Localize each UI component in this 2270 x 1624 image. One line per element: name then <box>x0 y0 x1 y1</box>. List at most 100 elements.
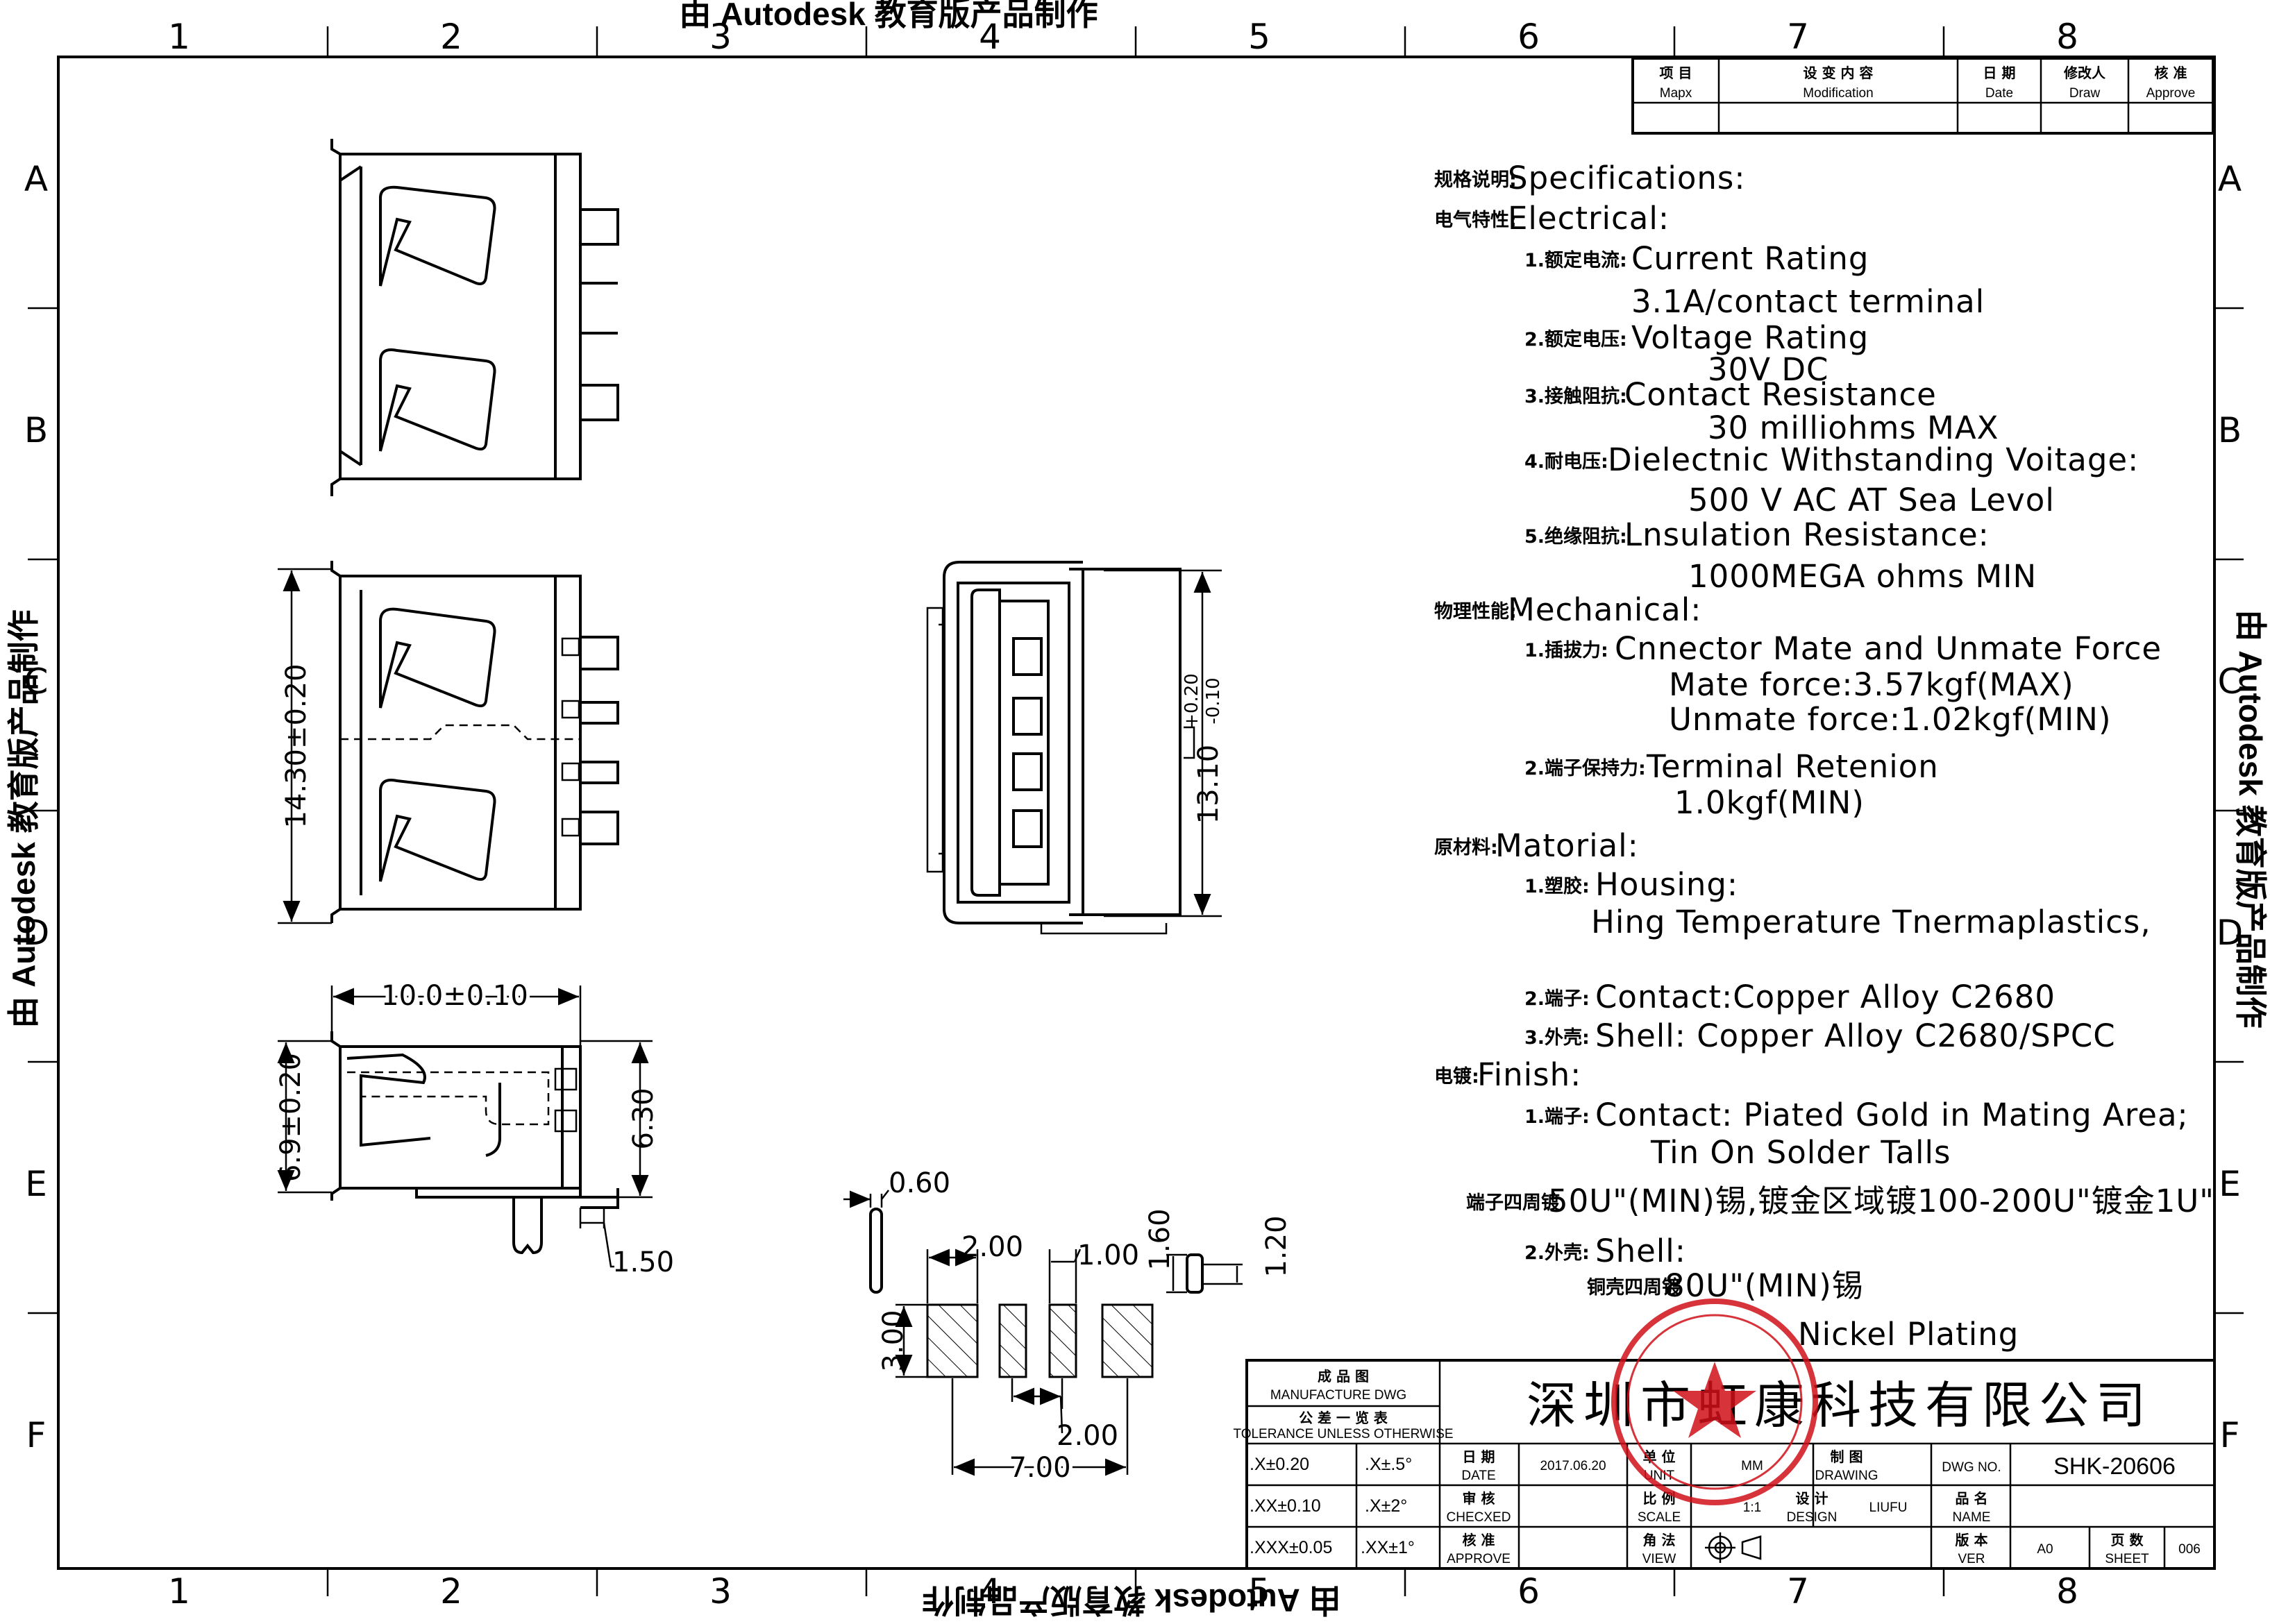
zone-labels-right: A B C D E F <box>2217 159 2244 1455</box>
spec-24: Contact: Piated Gold in Mating Area; <box>1595 1097 2189 1133</box>
zone-col-7-bottom: 7 <box>1787 1571 1809 1612</box>
zone-col-3-bottom: 3 <box>709 1571 732 1612</box>
unit-value: MM <box>1741 1459 1763 1473</box>
tolerance-en: TOLERANCE UNLESS OTHERWISE <box>1233 1427 1453 1441</box>
spec-5: 30V DC <box>1708 351 1828 388</box>
rev-header-modification: Modification <box>1803 86 1873 101</box>
dim-front-height: 13.10 +0.20 -0.10 <box>1104 569 1225 917</box>
front-view <box>926 561 1195 935</box>
tolerance-cn: 公 差 一 览 表 <box>1299 1410 1388 1426</box>
dim-pin-offset-label: 1.50 <box>612 1246 674 1278</box>
name-en: NAME <box>1953 1510 1991 1525</box>
view-en: VIEW <box>1642 1552 1676 1566</box>
spec-28: 80U"(MIN)锡 <box>1665 1267 1864 1304</box>
zone-row-e-right: E <box>2219 1164 2241 1204</box>
zone-labels-bottom: 1 2 3 4 5 6 7 8 <box>168 1571 2078 1612</box>
zone-col-3: 3 <box>709 17 732 57</box>
ver-en: VER <box>1958 1552 1985 1566</box>
zone-col-2-bottom: 2 <box>440 1571 462 1612</box>
spec-2-cn: 1.额定电流: <box>1524 249 1627 271</box>
spec-25: Tin On Solder Talls <box>1650 1134 1951 1171</box>
title-block: 成 品 图 MANUFACTURE DWG 公 差 一 览 表 TOLERANC… <box>1233 1359 2216 1570</box>
dim-side-height: 14.30±0.20 <box>278 568 332 924</box>
zone-col-8: 8 <box>2056 17 2078 57</box>
watermark-bottom: 由 Autodesk 教育版产品制作 <box>922 1582 1340 1618</box>
spec-16: Terminal Retenion <box>1646 748 1939 785</box>
spec-10-cn: 5.绝缘阻抗: <box>1524 525 1627 548</box>
spec-26-cn: 端子四周镀 <box>1466 1192 1561 1214</box>
spec-8: Dielectnic Withstanding Voitage: <box>1608 441 2139 478</box>
spec-26: 50U"(MIN)锡,镀金区域镀100-200U"镀金1U" <box>1548 1183 2214 1219</box>
spec-13-cn: 1.插拔力: <box>1524 640 1608 661</box>
spec-9: 500 V AC AT Sea Levol <box>1688 482 2055 518</box>
rev-header-date-cn: 日 期 <box>1983 65 2016 81</box>
view-cn: 角 法 <box>1643 1532 1676 1548</box>
zone-col-1: 1 <box>168 17 190 57</box>
spec-29: Nickel Plating <box>1798 1316 2019 1353</box>
spec-11: 1000MEGA ohms MIN <box>1688 558 2037 595</box>
bottom-view <box>330 1031 619 1255</box>
dim-pad-h1-label: 1.60 <box>1144 1208 1176 1270</box>
spec-10: Lnsulation Resistance: <box>1624 516 1990 553</box>
spec-6: Contact Resistance <box>1624 376 1937 413</box>
date-cn: 日 期 <box>1463 1448 1495 1465</box>
spec-21-cn: 2.端子: <box>1524 988 1590 1010</box>
dim-pad-width-2-label: 2.00 <box>961 1231 1023 1263</box>
dim-bottom-height: 6.9±0.20 <box>275 1040 332 1194</box>
spec-17: 1.0kgf(MIN) <box>1674 784 1865 821</box>
spec-24-cn: 1.端子: <box>1524 1106 1590 1128</box>
scale-en: SCALE <box>1638 1510 1681 1525</box>
zone-col-6: 6 <box>1517 17 1540 57</box>
sheet-en: SHEET <box>2105 1552 2149 1566</box>
name-cn: 品 名 <box>1956 1490 1988 1507</box>
spec-7: 30 milliohms MAX <box>1708 409 1999 446</box>
rev-header-approve-cn: 核 准 <box>2155 65 2187 81</box>
tol-angle-2: .X±2° <box>1365 1496 1407 1516</box>
watermark-right: 由 Autodesk 教育版产品制作 <box>2233 609 2269 1028</box>
watermark-top: 由 Autodesk 教育版产品制作 <box>679 0 1098 32</box>
dim-bottom-width: 10.0±0.10 <box>330 976 582 1047</box>
zone-row-a-right: A <box>2218 159 2242 199</box>
rev-header-modification-cn: 设 变 内 容 <box>1804 65 1874 81</box>
zone-row-e: E <box>25 1164 47 1204</box>
dim-pad-height-label: 3.00 <box>877 1310 909 1371</box>
checked-en: CHECXED <box>1447 1510 1511 1525</box>
pcb-footprint <box>869 1208 1204 1378</box>
drawing-cn: 制 图 <box>1831 1448 1863 1465</box>
spec-21: Contact:Copper Alloy C2680 <box>1595 979 2055 1015</box>
drawing-en: DRAWING <box>1815 1469 1878 1483</box>
company-seal-icon <box>1611 1299 1818 1505</box>
dim-front-tol-minus: -0.10 <box>1203 677 1224 724</box>
dim-pad-pitch-label: 2.00 <box>1057 1420 1118 1452</box>
checked-cn: 审 核 <box>1463 1490 1495 1507</box>
spec-8-cn: 4.耐电压: <box>1524 451 1608 473</box>
spec-14: Mate force:3.57kgf(MAX) <box>1669 666 2074 703</box>
spec-27: Shell: <box>1595 1233 1686 1269</box>
dim-pin-offset: 1.50 <box>579 1208 674 1278</box>
dim-pad-total-label: 7.00 <box>1009 1452 1070 1484</box>
zone-col-4: 4 <box>979 17 1001 57</box>
rev-header-mapx: Mapx <box>1660 86 1692 101</box>
date-en: DATE <box>1461 1469 1495 1483</box>
dim-pad-h2-label: 1.20 <box>1261 1215 1293 1277</box>
spec-23-cn: 电镀: <box>1434 1066 1479 1088</box>
spec-15: Unmate force:1.02kgf(MIN) <box>1669 701 2112 738</box>
dim-front-tol-plus: +0.20 <box>1182 673 1202 729</box>
spec-16-cn: 2.端子保持力: <box>1524 758 1646 779</box>
manufacture-en: MANUFACTURE DWG <box>1270 1388 1406 1403</box>
specifications: 规格说明: Specifications: 电气特性: Electrical: … <box>1434 160 2214 1353</box>
spec-18: Matorial: <box>1495 827 1639 864</box>
zone-col-5: 5 <box>1248 17 1270 57</box>
zone-col-7: 7 <box>1787 17 1809 57</box>
zone-col-2: 2 <box>440 17 462 57</box>
zone-row-d-right: D <box>2217 913 2244 953</box>
dim-pad-thickness-label: 0.60 <box>889 1167 950 1199</box>
dim-bottom-right-label: 6.30 <box>628 1088 659 1149</box>
zone-row-d: D <box>23 913 50 953</box>
spec-4-cn: 2.额定电压: <box>1524 328 1627 350</box>
spec-13: Cnnector Mate and Unmate Force <box>1615 630 2162 667</box>
rev-header-date: Date <box>1985 86 2013 101</box>
tol-linear-2: .XX±0.10 <box>1250 1496 1321 1516</box>
